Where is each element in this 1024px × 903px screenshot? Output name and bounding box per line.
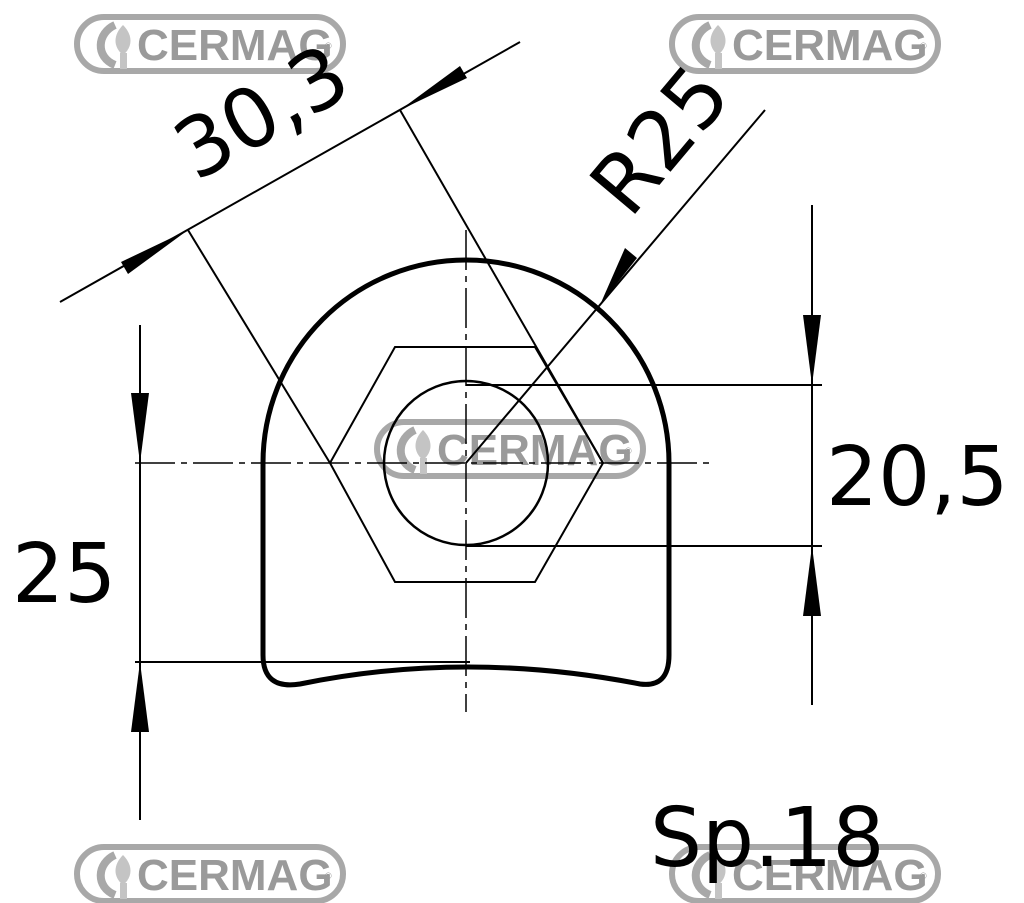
dimension-r25: R25 xyxy=(573,48,749,233)
centerlines xyxy=(135,230,710,712)
dimension-25: 25 xyxy=(12,527,116,622)
dimension-20-5: 20,5 xyxy=(826,430,1009,525)
cermag-logo-watermark xyxy=(672,17,938,71)
cermag-logo-watermark xyxy=(77,847,343,901)
dimension-arrows xyxy=(121,66,821,732)
thickness-label: Sp.18 xyxy=(650,791,885,886)
cermag-logo-watermark xyxy=(377,422,643,476)
part-outline xyxy=(260,257,672,688)
